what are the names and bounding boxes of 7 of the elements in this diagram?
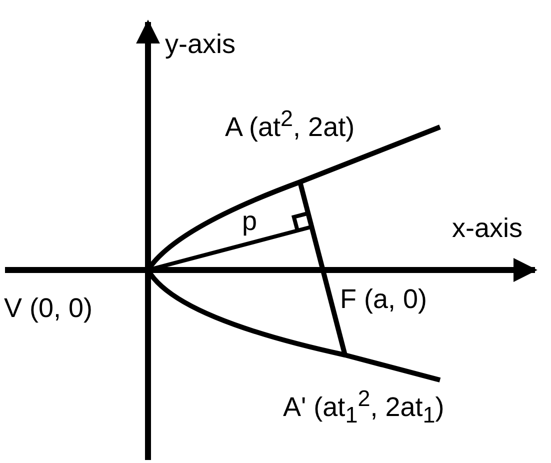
axis-label: x-axis: [452, 212, 523, 244]
axis-label: y-axis: [165, 28, 236, 60]
point-label: F (a, 0): [340, 283, 428, 315]
point-label: V (0, 0): [4, 292, 93, 324]
point-label: A' (at$_{1}$$^{2}$, 2at$_{1}$): [283, 385, 444, 430]
point-label: A (at$^{2}$, 2at): [225, 105, 355, 143]
length-label: p: [242, 205, 258, 237]
